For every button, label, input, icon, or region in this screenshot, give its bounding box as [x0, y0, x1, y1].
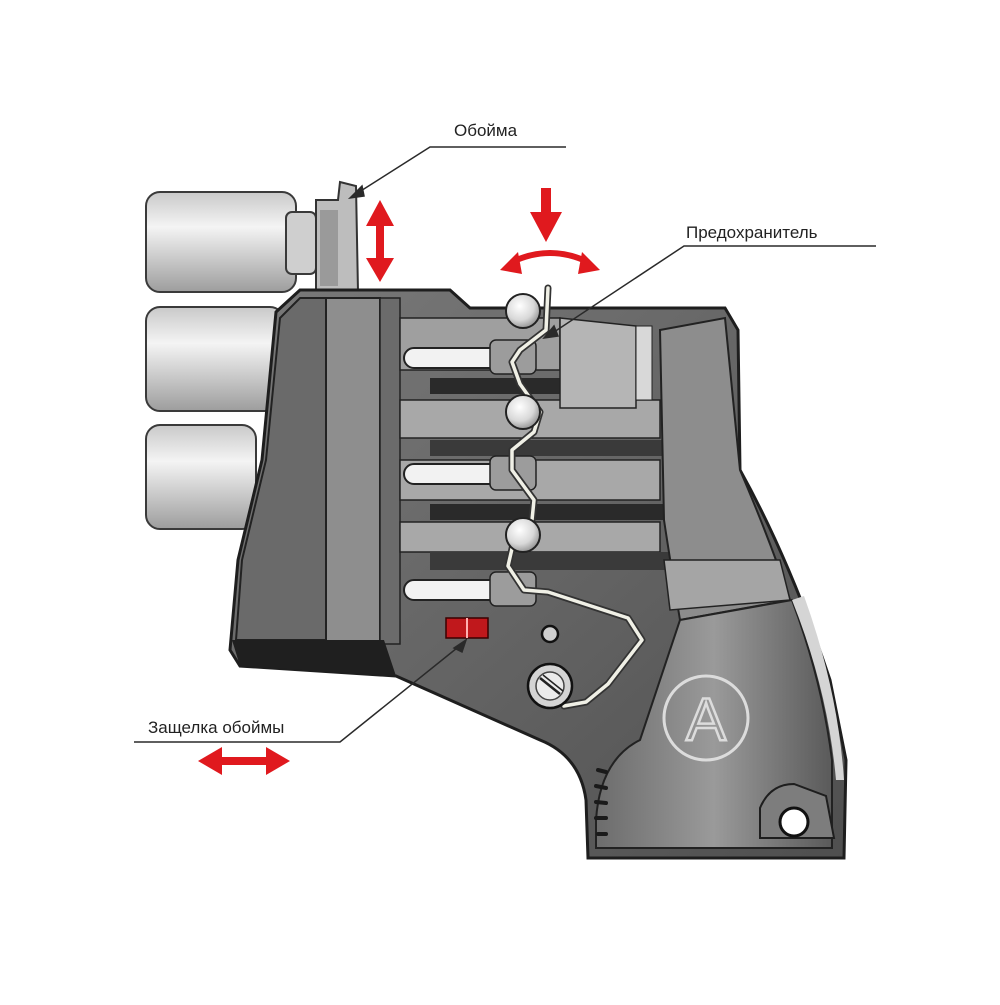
- leader-lines: [134, 146, 876, 743]
- label-clip: Обойма: [454, 121, 518, 140]
- lanyard-ring: [759, 782, 836, 839]
- pin-bottom: [403, 571, 537, 607]
- clip-plate: [315, 180, 360, 293]
- safety-balls: [505, 293, 541, 553]
- emblem-letter: A: [686, 686, 726, 753]
- pivot-hole: [540, 624, 560, 644]
- grip-panel: [595, 316, 844, 849]
- label-clip-latch: Защелка обоймы: [148, 718, 285, 737]
- clip-latch: [445, 617, 489, 639]
- emblem-circle: A: [662, 674, 750, 762]
- latch-slide-arrow: [198, 747, 290, 775]
- label-safety: Предохранитель: [686, 223, 818, 242]
- screw: [526, 662, 574, 710]
- safety-spring: [504, 284, 646, 710]
- safety-press-arrow: [530, 188, 562, 242]
- grip-texture: [594, 768, 608, 836]
- red-arrows: [198, 188, 600, 775]
- clip-move-arrow: [366, 200, 394, 282]
- safety-rotate-arrow: [500, 250, 600, 274]
